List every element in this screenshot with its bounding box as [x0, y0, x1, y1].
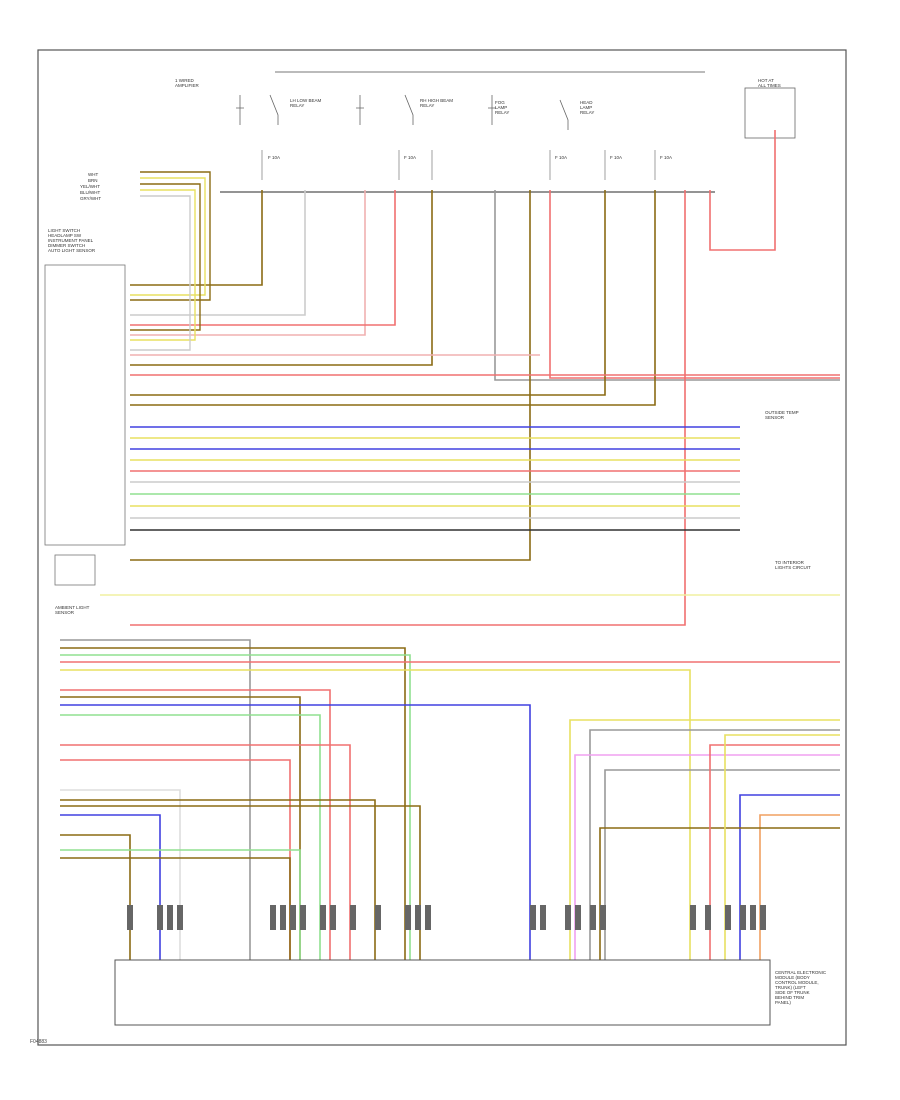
- hot-at-all-times-label: HOT AT ALL TIMES: [758, 78, 781, 88]
- switch-block: [44, 264, 126, 546]
- signal-wires: [100, 426, 840, 596]
- diagram-frame: [37, 49, 847, 1046]
- top-amplifier-label: 1 WIRED AMPLIFIER: [175, 78, 199, 88]
- fuse-label-5: F 10A: [660, 155, 673, 160]
- relay-label-4: FOG LAMP RELAY: [495, 100, 510, 115]
- outside-temp-label: OUTSIDE TEMP SENSOR: [765, 410, 799, 420]
- relay-group: [236, 87, 796, 139]
- fuse-label-2: F 10A: [404, 155, 417, 160]
- switch-block-label: LIGHT SWITCH HEADLAMP SW INSTRUMENT PANE…: [48, 228, 96, 253]
- wire-legend-4: BLU/WHT: [80, 190, 101, 195]
- central-module-box: [114, 959, 771, 1026]
- wire-legend-2: BRN: [88, 178, 98, 183]
- fuse-label-4: F 10A: [610, 155, 623, 160]
- fuse-label-1: F 10A: [268, 155, 281, 160]
- module-label: CENTRAL ELECTRONIC MODULE (BODY CONTROL …: [775, 970, 827, 1005]
- fuse-group: [261, 150, 656, 180]
- wire-legend-5: GRY/WHT: [80, 196, 102, 201]
- wire-legend-1: WHT: [88, 172, 99, 177]
- ambient-sensor-label: AMBIENT LIGHT SENSOR: [55, 605, 90, 615]
- relay-label-1: LH LOW BEAM RELAY: [290, 98, 322, 108]
- relay-label-3: HEAD LAMP RELAY: [580, 100, 595, 115]
- fuse-label-3: F 10A: [555, 155, 568, 160]
- wire-legend-3: YEL/WHT: [80, 184, 101, 189]
- relay-label-2: RH HIGH BEAM RELAY: [420, 98, 454, 108]
- module-pins: [127, 905, 766, 930]
- footer-code: F04883: [30, 1039, 47, 1045]
- top-drop-wires: [130, 130, 840, 626]
- left-connector-wires: [130, 171, 840, 376]
- interior-lights-label: TO INTERIOR LIGHTS CIRCUIT: [775, 560, 811, 570]
- ambient-sensor-box: [54, 554, 96, 586]
